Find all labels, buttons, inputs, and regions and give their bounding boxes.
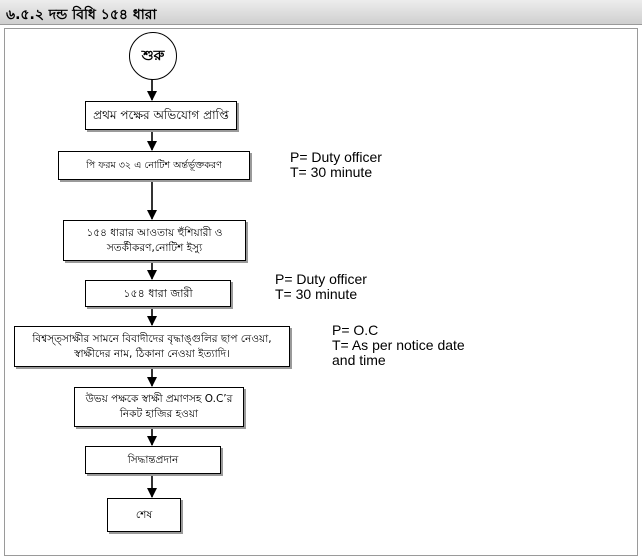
note-3-time: T= As per notice date <box>332 337 465 353</box>
title-bar: ৬.৫.২ দন্ড বিধি ১৫৪ ধারা <box>0 0 642 25</box>
note-step-2: P= Duty officer T= 30 minute <box>290 150 382 180</box>
step-2-text: পি ফরম ৩২ এ নোটিশ অর্ন্তর্ভূক্তকরণ <box>86 159 222 171</box>
start-label: শুরু <box>141 48 165 64</box>
step-5-box: বিশ্বস্ত্সাক্ষীর সামনে বিবাদীদের বৃদ্ধাঙ… <box>14 326 290 367</box>
flowchart-frame <box>4 28 638 556</box>
step-2-box: পি ফরম ৩২ এ নোটিশ অর্ন্তর্ভূক্তকরণ <box>58 151 250 180</box>
step-8-box: শেষ <box>107 498 181 532</box>
step-4-text: ১৫৪ ধারা জারী <box>123 286 193 300</box>
note-2-time: T= 30 minute <box>275 286 358 302</box>
step-1-text: প্রথম পক্ষের অভিযোগ প্রাপ্তি <box>93 108 229 123</box>
note-step-4: P= Duty officer T= 30 minute <box>275 272 367 302</box>
step-3-box: ১৫৪ ধারার আওতায় হুঁশিয়ারী ও সতর্কীকরণ,… <box>63 220 246 261</box>
start-terminal: শুরু <box>129 32 177 80</box>
step-7-text: সিদ্ধান্তপ্রদান <box>127 453 179 466</box>
page-title: ৬.৫.২ দন্ড বিধি ১৫৪ ধারা <box>6 7 157 23</box>
note-3-person: P= O.C <box>332 322 379 338</box>
note-1-time: T= 30 minute <box>290 164 373 180</box>
step-6-text: উভয় পক্ষকে স্বাক্ষী প্রমাণসহ O.C’র নিকট… <box>85 393 233 420</box>
step-5-text: বিশ্বস্ত্সাক্ষীর সামনে বিবাদীদের বৃদ্ধাঙ… <box>32 332 272 360</box>
note-2-person: P= Duty officer <box>275 271 367 287</box>
note-step-5: P= O.C T= As per notice date and time <box>332 323 465 368</box>
note-1-person: P= Duty officer <box>290 149 382 165</box>
step-8-text: শেষ <box>135 508 153 521</box>
step-1-box: প্রথম পক্ষের অভিযোগ প্রাপ্তি <box>85 101 237 130</box>
step-3-text: ১৫৪ ধারার আওতায় হুঁশিয়ারী ও সতর্কীকরণ,… <box>86 226 223 254</box>
note-3-time-cont: and time <box>332 352 386 368</box>
step-4-box: ১৫৪ ধারা জারী <box>85 280 231 307</box>
step-7-box: সিদ্ধান্তপ্রদান <box>85 446 221 474</box>
step-6-box: উভয় পক্ষকে স্বাক্ষী প্রমাণসহ O.C’র নিকট… <box>74 387 244 427</box>
